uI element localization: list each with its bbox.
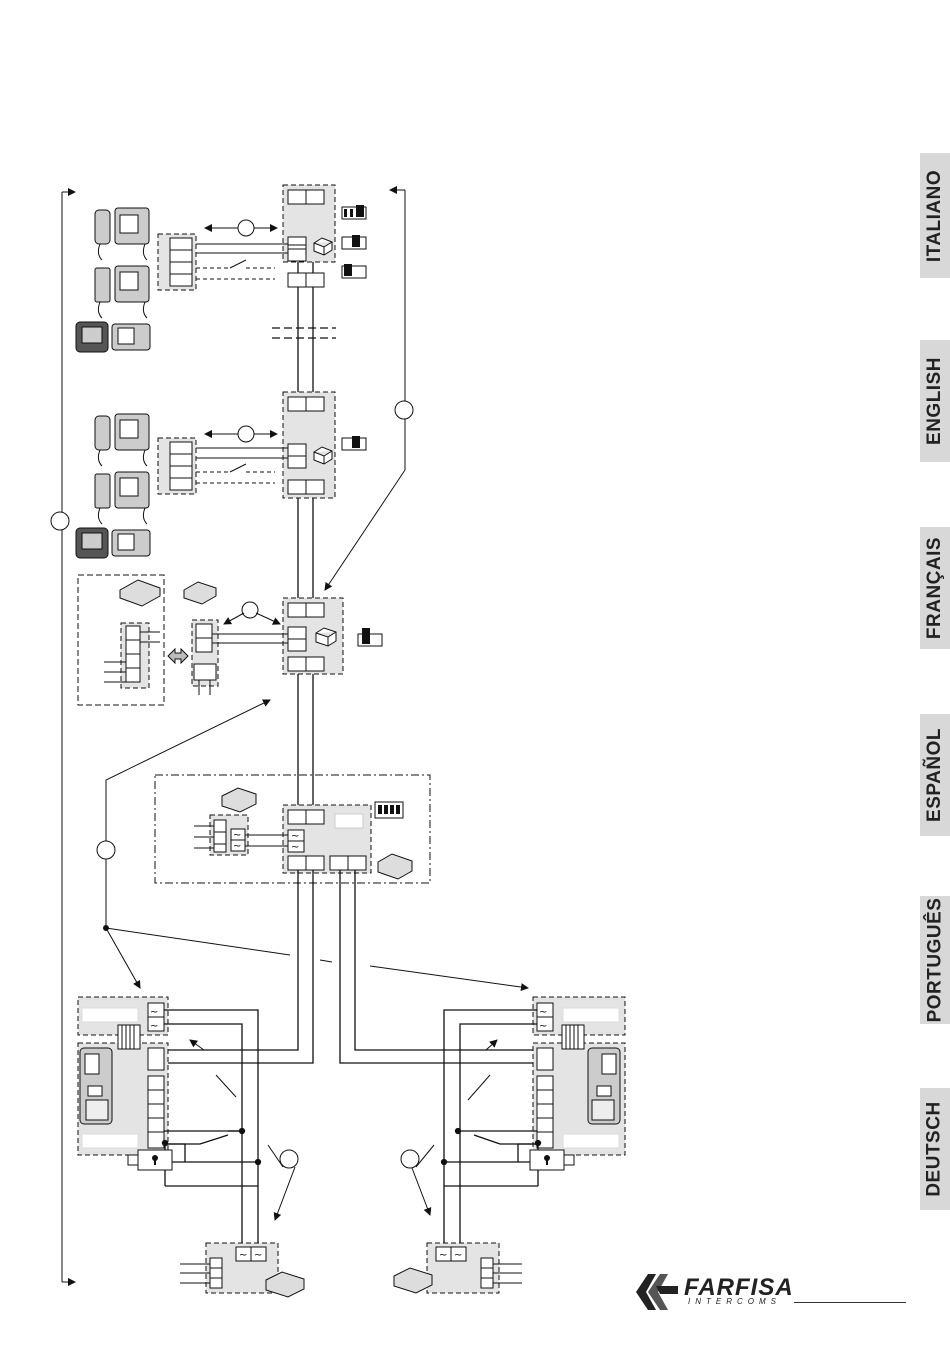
keypad-panel-icon bbox=[588, 1048, 620, 1124]
tab-deutsch[interactable]: DEUTSCH bbox=[920, 1088, 950, 1210]
tab-label: ESPAÑOL bbox=[924, 728, 946, 822]
svg-text:~: ~ bbox=[539, 1021, 547, 1032]
video-monitor-icon bbox=[76, 322, 150, 352]
left-lower-wiring bbox=[163, 1010, 261, 1245]
keypad-panel-icon bbox=[80, 1048, 112, 1124]
farfisa-logo: FARFISA INTERCOMS bbox=[632, 1272, 912, 1312]
logo-subtitle: INTERCOMS bbox=[688, 1297, 781, 1306]
svg-text:~: ~ bbox=[254, 1250, 262, 1261]
main-riser bbox=[272, 262, 336, 808]
psu-feed-lines bbox=[165, 870, 533, 1063]
video-monitor-icon bbox=[76, 528, 150, 558]
tab-label: ITALIANO bbox=[924, 169, 946, 261]
left-bus-line bbox=[51, 192, 75, 1282]
power-supply-right: ~ ~ bbox=[394, 1243, 522, 1293]
tab-portugues[interactable]: PORTUGUÊS bbox=[920, 896, 950, 1024]
tab-label: ENGLISH bbox=[924, 357, 946, 445]
svg-text:~: ~ bbox=[539, 1007, 547, 1018]
tab-italiano[interactable]: ITALIANO bbox=[920, 153, 950, 278]
logo-mark-icon bbox=[632, 1272, 680, 1312]
power-supply-left: ~ ~ bbox=[180, 1243, 304, 1297]
svg-text:~: ~ bbox=[454, 1250, 462, 1261]
apartment-terminal-1 bbox=[158, 220, 288, 290]
svg-text:~: ~ bbox=[150, 1007, 158, 1018]
handset-icon bbox=[95, 414, 149, 524]
tab-english[interactable]: ENGLISH bbox=[920, 340, 950, 462]
distributor-module-1 bbox=[283, 185, 335, 287]
svg-text:~: ~ bbox=[233, 830, 241, 841]
tab-francais[interactable]: FRANÇAIS bbox=[920, 527, 950, 649]
apartment-terminal-2 bbox=[158, 426, 288, 494]
distributor-module-3 bbox=[283, 598, 382, 674]
relay-module bbox=[192, 602, 288, 695]
svg-text:~: ~ bbox=[439, 1250, 447, 1261]
tab-label: DEUTSCH bbox=[924, 1101, 946, 1196]
double-arrow-icon bbox=[168, 649, 188, 663]
svg-text:~: ~ bbox=[233, 841, 241, 852]
tab-espanol[interactable]: ESPAÑOL bbox=[920, 714, 950, 836]
handset-icon bbox=[95, 208, 149, 318]
tab-label: PORTUGUÊS bbox=[924, 898, 946, 1023]
distributor-module-2 bbox=[283, 392, 366, 498]
logo-rule bbox=[794, 1302, 906, 1303]
svg-text:~: ~ bbox=[291, 831, 299, 842]
svg-text:~: ~ bbox=[239, 1250, 247, 1261]
tab-label: FRANÇAIS bbox=[924, 537, 946, 639]
power-supply-block: ~ ~ ~ ~ bbox=[155, 775, 430, 883]
callout-right-lower bbox=[401, 1040, 497, 1215]
svg-text:~: ~ bbox=[150, 1021, 158, 1032]
dip-switch-icon bbox=[342, 205, 366, 278]
right-bus-line bbox=[325, 190, 413, 590]
svg-text:~: ~ bbox=[291, 842, 299, 853]
